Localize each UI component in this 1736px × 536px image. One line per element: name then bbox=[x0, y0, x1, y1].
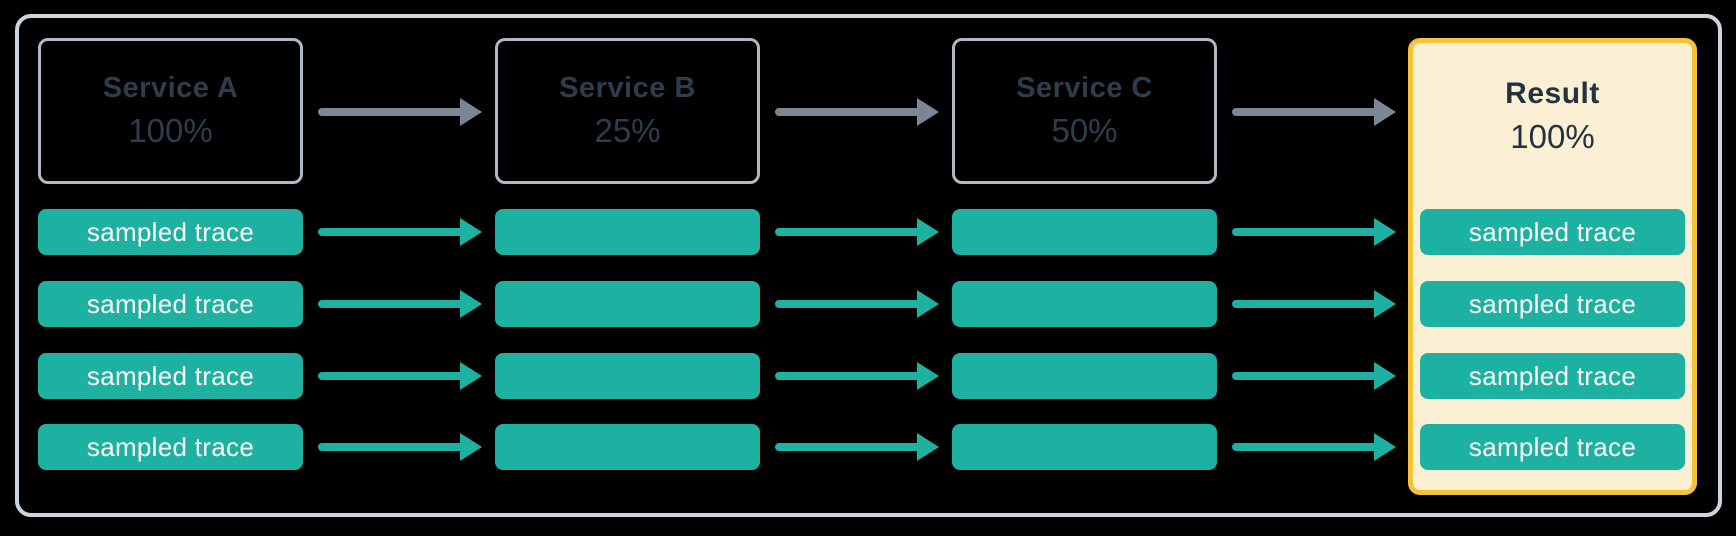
trace-arrow-icon bbox=[1232, 433, 1396, 461]
trace-arrow-icon bbox=[775, 218, 939, 246]
service-b-label: Service B bbox=[559, 72, 696, 104]
trace-arrow-icon bbox=[318, 362, 482, 390]
trace-box-c4 bbox=[952, 424, 1217, 470]
trace-box-c2 bbox=[952, 281, 1217, 327]
trace-box-a2: sampled trace bbox=[38, 281, 303, 327]
flow-arrow-icon bbox=[318, 98, 482, 126]
trace-box-c1 bbox=[952, 209, 1217, 255]
service-a-node: Service A 100% bbox=[38, 38, 303, 184]
trace-box-b2 bbox=[495, 281, 760, 327]
trace-box-a3: sampled trace bbox=[38, 353, 303, 399]
flow-arrow-icon bbox=[775, 98, 939, 126]
diagram-outer-frame bbox=[15, 14, 1722, 517]
trace-box-a4: sampled trace bbox=[38, 424, 303, 470]
service-a-rate: 100% bbox=[128, 112, 213, 149]
service-b-node: Service B 25% bbox=[495, 38, 760, 184]
result-node: Result 100% bbox=[1408, 38, 1697, 495]
trace-box-r4: sampled trace bbox=[1420, 424, 1685, 470]
service-c-rate: 50% bbox=[1051, 112, 1118, 149]
service-b-rate: 25% bbox=[594, 112, 661, 149]
trace-box-r1: sampled trace bbox=[1420, 209, 1685, 255]
trace-arrow-icon bbox=[318, 290, 482, 318]
trace-arrow-icon bbox=[1232, 218, 1396, 246]
trace-arrow-icon bbox=[318, 433, 482, 461]
trace-arrow-icon bbox=[775, 362, 939, 390]
trace-box-b3 bbox=[495, 353, 760, 399]
result-label: Result bbox=[1505, 76, 1600, 110]
flow-arrow-icon bbox=[1232, 98, 1396, 126]
service-a-label: Service A bbox=[102, 72, 239, 104]
trace-box-c3 bbox=[952, 353, 1217, 399]
trace-box-r2: sampled trace bbox=[1420, 281, 1685, 327]
trace-arrow-icon bbox=[318, 218, 482, 246]
result-rate: 100% bbox=[1510, 117, 1595, 155]
trace-arrow-icon bbox=[775, 433, 939, 461]
trace-box-a1: sampled trace bbox=[38, 209, 303, 255]
trace-box-r3: sampled trace bbox=[1420, 353, 1685, 399]
result-header: Result 100% bbox=[1413, 43, 1692, 189]
service-c-node: Service C 50% bbox=[952, 38, 1217, 184]
trace-box-b1 bbox=[495, 209, 760, 255]
trace-arrow-icon bbox=[1232, 290, 1396, 318]
trace-box-b4 bbox=[495, 424, 760, 470]
trace-arrow-icon bbox=[1232, 362, 1396, 390]
trace-arrow-icon bbox=[775, 290, 939, 318]
service-c-label: Service C bbox=[1016, 72, 1153, 104]
